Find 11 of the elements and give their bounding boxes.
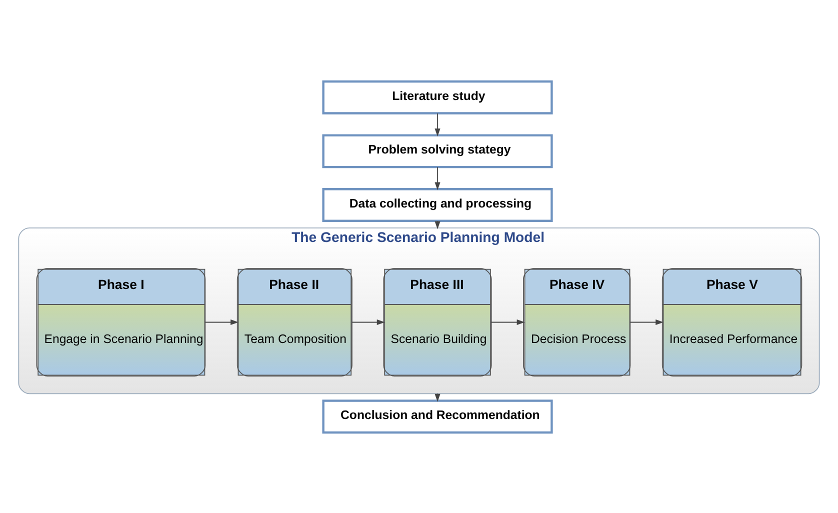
node-box: Literature study [322, 80, 553, 114]
arrow [352, 318, 385, 325]
arrow [434, 392, 440, 402]
arrow [630, 318, 664, 325]
arrow [434, 166, 440, 190]
node-box: Problem solving stategy [322, 134, 553, 168]
node-box: Conclusion and Recommendation [322, 399, 553, 434]
arrow [434, 220, 440, 229]
arrow [434, 112, 440, 136]
arrow [490, 318, 525, 325]
arrow [205, 318, 238, 325]
